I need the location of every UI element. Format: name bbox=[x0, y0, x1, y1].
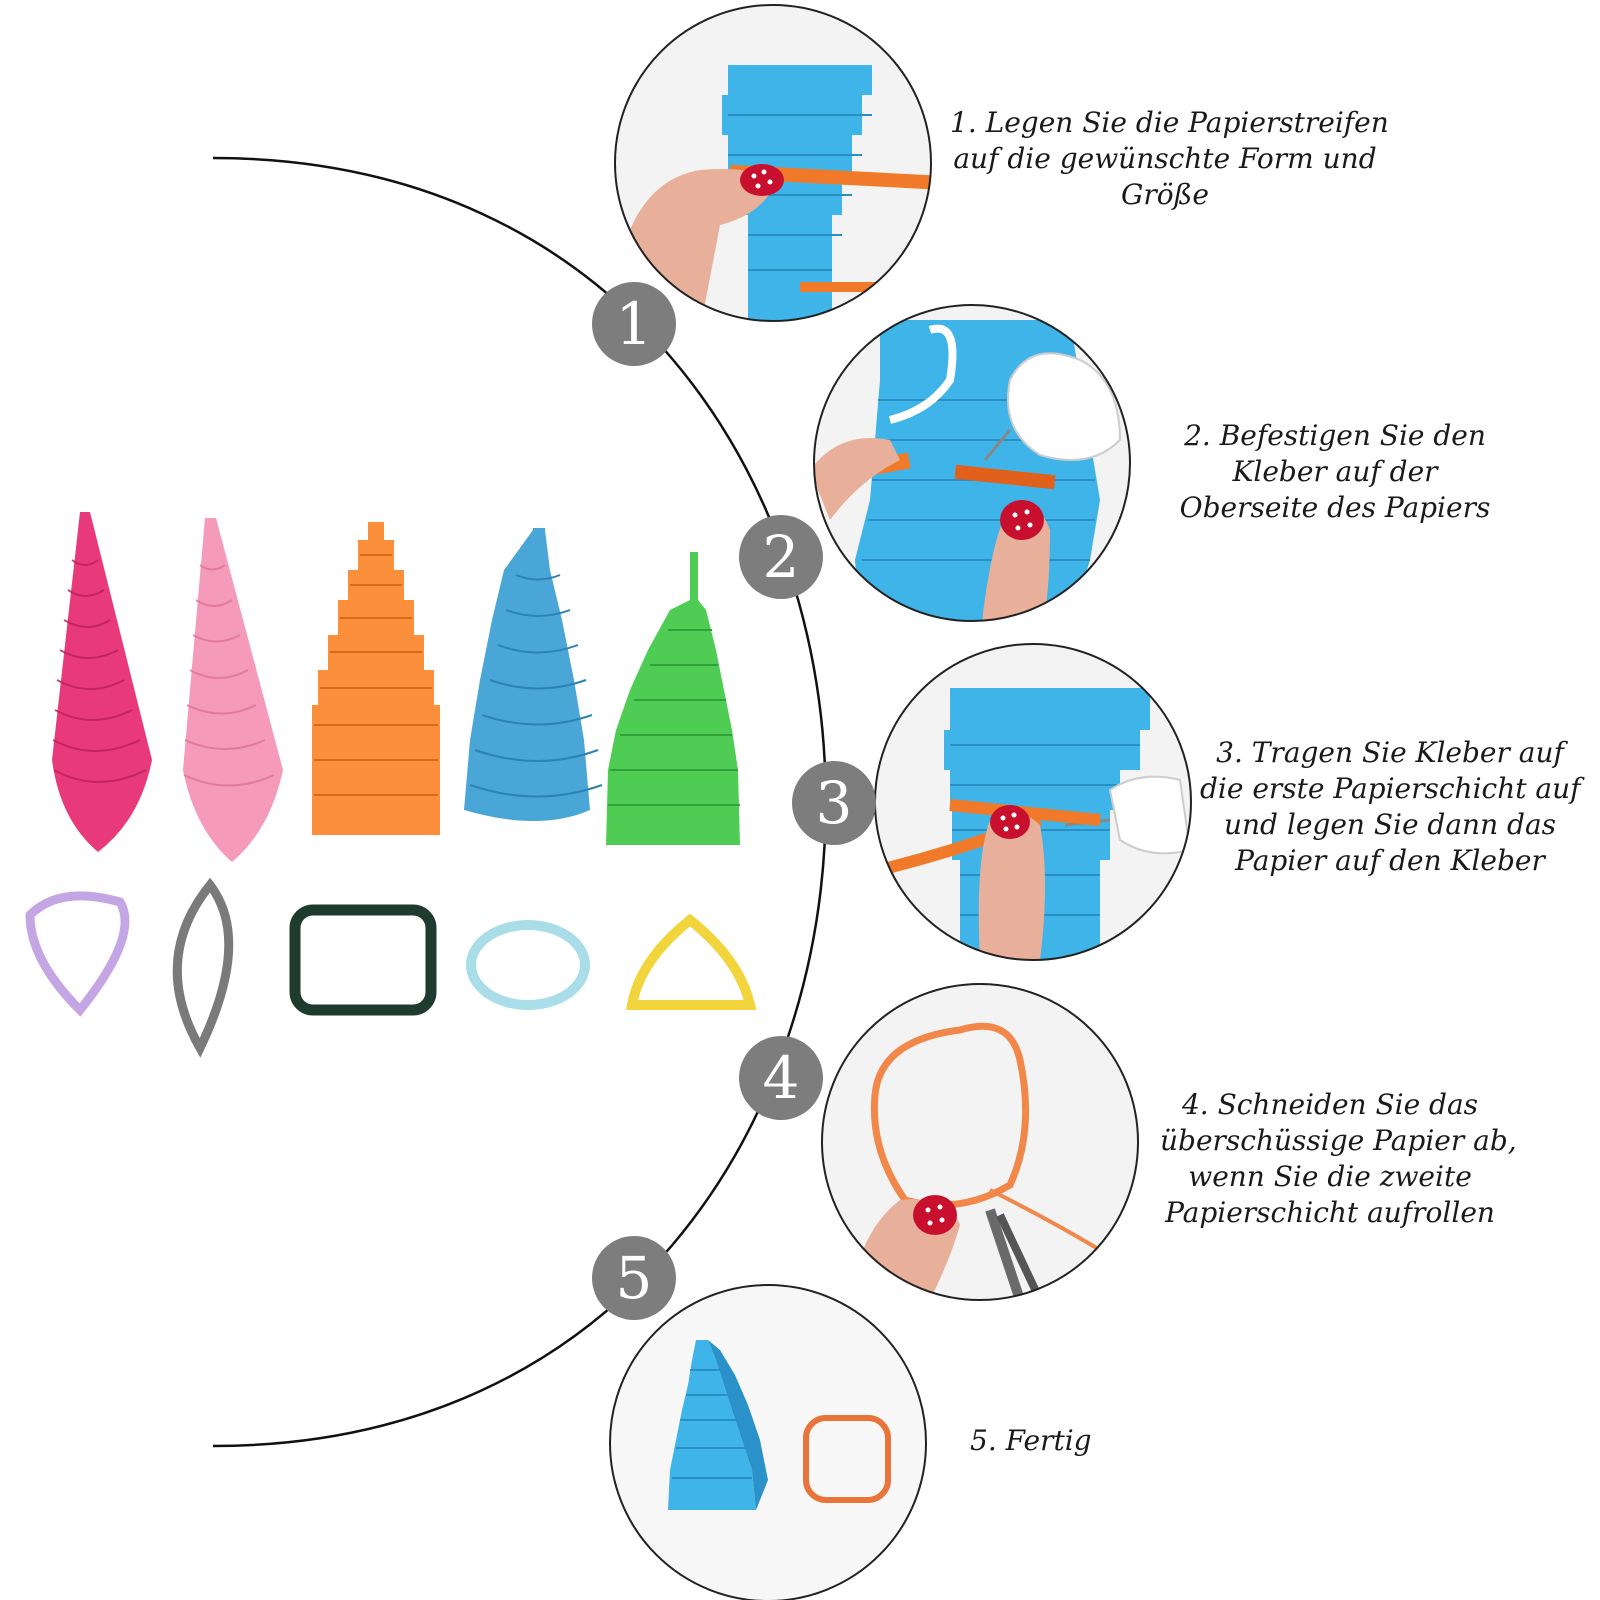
pink-leaf-tool bbox=[183, 518, 283, 862]
step-2-line-2: Kleber auf der bbox=[1232, 455, 1438, 488]
blue-round-tool bbox=[464, 528, 603, 821]
step-1-badge: 1 bbox=[592, 282, 676, 366]
grey-leaf-ring bbox=[172, 877, 234, 1058]
step-1-image bbox=[614, 4, 932, 322]
step-3-badge: 3 bbox=[792, 761, 876, 845]
step-5-badge: 5 bbox=[592, 1236, 676, 1320]
dark-square-ring bbox=[289, 904, 437, 1016]
purple-teardrop-ring bbox=[25, 891, 130, 1017]
step-4-image bbox=[821, 983, 1139, 1301]
step-2-text: 2. Befestigen Sie den Kleber auf der Obe… bbox=[1150, 418, 1520, 526]
step-4-line-4: Papierschicht aufrollen bbox=[1165, 1196, 1495, 1229]
step-3-line-4: Papier auf den Kleber bbox=[1235, 844, 1545, 877]
step-3-line-1: 3. Tragen Sie Kleber auf bbox=[1216, 736, 1564, 769]
step-3-line-3: und legen Sie dann das bbox=[1223, 808, 1557, 841]
orange-square-tool bbox=[312, 522, 440, 835]
step-1-line-1: 1. Legen Sie die Papierstreifen bbox=[950, 106, 1389, 139]
pink-tear-tool bbox=[52, 512, 152, 852]
step-4-line-3: wenn Sie die zweite bbox=[1188, 1160, 1472, 1193]
step-5-text: 5. Fertig bbox=[970, 1423, 1150, 1459]
step-5-image bbox=[609, 1284, 927, 1600]
light-blue-round-ring bbox=[466, 920, 590, 1010]
step-3-number: 3 bbox=[816, 769, 853, 837]
step-1-line-3: Größe bbox=[1121, 178, 1209, 211]
step-1-text: 1. Legen Sie die Papierstreifen auf die … bbox=[950, 105, 1389, 213]
step-3-text: 3. Tragen Sie Kleber auf die erste Papie… bbox=[1200, 735, 1581, 879]
step-5-number: 5 bbox=[616, 1244, 653, 1312]
step-4-number: 4 bbox=[763, 1044, 800, 1112]
tool-set-group bbox=[25, 512, 757, 1058]
yellow-triangle-ring bbox=[626, 913, 757, 1010]
step-2-number: 2 bbox=[763, 523, 800, 591]
step-1-number: 1 bbox=[616, 290, 653, 358]
step-4-line-1: 4. Schneiden Sie das bbox=[1181, 1088, 1479, 1121]
step-2-line-1: 2. Befestigen Sie den bbox=[1184, 419, 1486, 452]
step-1-line-2: auf die gewünschte Form und bbox=[953, 142, 1377, 175]
step-2-badge: 2 bbox=[739, 515, 823, 599]
step-3-line-2: die erste Papierschicht auf bbox=[1200, 772, 1581, 805]
step-3-image bbox=[874, 643, 1192, 961]
step-2-image bbox=[813, 304, 1131, 622]
step-2-line-3: Oberseite des Papiers bbox=[1179, 491, 1491, 524]
step-5-line-1: 5. Fertig bbox=[970, 1424, 1092, 1457]
step-4-badge: 4 bbox=[739, 1036, 823, 1120]
step-4-text: 4. Schneiden Sie das überschüssige Papie… bbox=[1160, 1087, 1517, 1231]
step-4-line-2: überschüssige Papier ab, bbox=[1160, 1124, 1517, 1157]
green-triangle-tool bbox=[606, 552, 740, 845]
